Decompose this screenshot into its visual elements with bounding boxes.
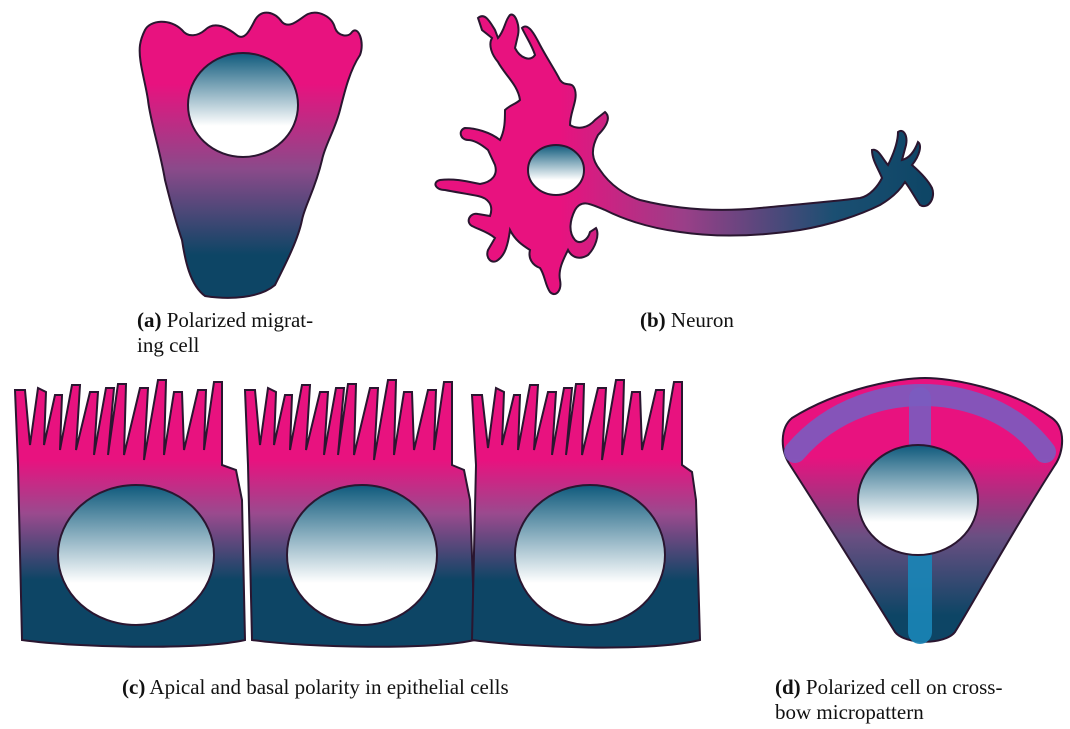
caption-c: (c) Apical and basal polarity in epithel…: [122, 675, 509, 700]
crossbow-cell: [783, 378, 1062, 642]
migrating-cell: [140, 13, 362, 298]
caption-b: (b) Neuron: [640, 308, 734, 333]
neuron-nucleus: [528, 145, 584, 195]
epithelial-cell-3-nucleus: [515, 485, 665, 625]
caption-d-text-line2: bow micropattern: [775, 700, 924, 724]
caption-b-text: Neuron: [671, 308, 734, 332]
caption-c-text: Apical and basal polarity in epithelial …: [149, 675, 508, 699]
epithelial-cell-2-nucleus: [287, 485, 437, 625]
caption-b-label: (b): [640, 308, 666, 332]
crossbow-cell-nucleus: [858, 445, 978, 555]
migrating-cell-nucleus: [188, 53, 298, 157]
epithelial-cell-2: [245, 380, 475, 647]
caption-a-text-line1: Polarized migrat-: [167, 308, 313, 332]
epithelial-cell-3: [472, 380, 700, 648]
caption-a-label: (a): [137, 308, 162, 332]
caption-d: (d) Polarized cell on cross-bow micropat…: [775, 675, 1065, 725]
neuron: [435, 15, 933, 295]
epithelial-cell-1: [15, 380, 245, 647]
caption-c-label: (c): [122, 675, 145, 699]
epithelial-cell-1-nucleus: [58, 485, 214, 625]
neuron-body: [435, 15, 933, 295]
caption-a-text-line2: ing cell: [137, 333, 199, 357]
caption-d-text-line1: Polarized cell on cross-: [806, 675, 1003, 699]
caption-a: (a) Polarized migrat-ing cell: [137, 308, 377, 358]
caption-d-label: (d): [775, 675, 801, 699]
epithelial-cells: [15, 380, 700, 648]
